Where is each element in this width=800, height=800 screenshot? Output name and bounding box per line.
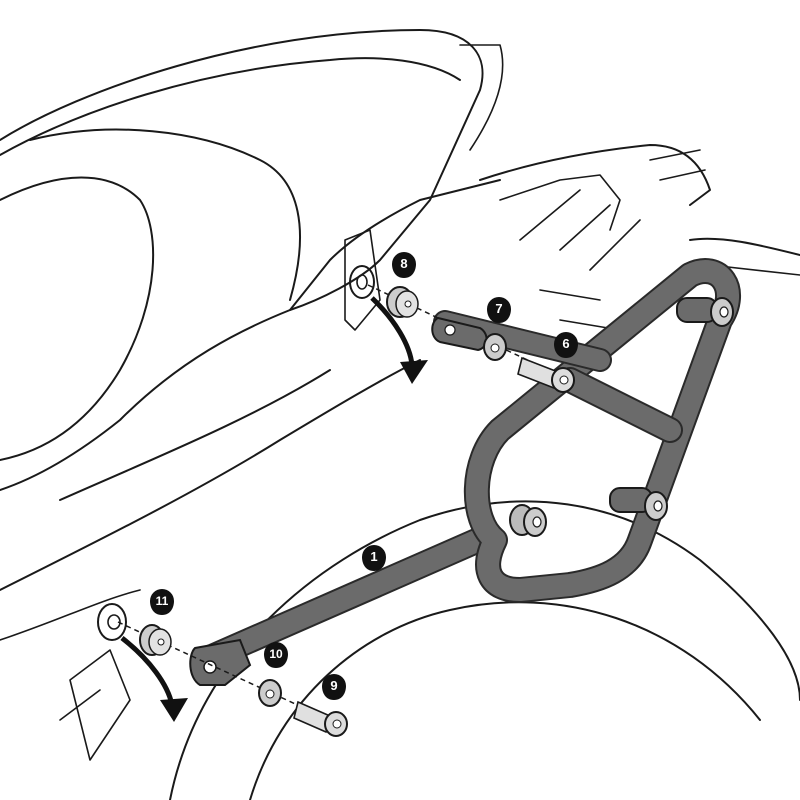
rack-boss-mid [609,487,668,521]
svg-text:8: 8 [400,256,407,271]
svg-text:1: 1 [370,549,377,564]
upper-remove-arrow [370,296,428,384]
lower-mount-hole [97,603,127,641]
lower-remove-arrow [120,636,188,722]
svg-text:6: 6 [562,336,569,351]
lower-washer-10 [258,679,282,707]
rack-boss-lower [509,504,547,537]
callout-10: 10 [264,642,288,674]
callout-9: 9 [322,674,346,706]
callout-7: 7 [487,297,511,329]
svg-text:10: 10 [269,647,283,661]
upper-washer-7 [483,333,507,361]
svg-text:9: 9 [330,678,337,693]
svg-text:7: 7 [495,301,502,316]
svg-text:11: 11 [156,594,169,608]
upper-plate-lug [431,316,488,352]
rack-boss-top [676,297,734,327]
callout-8: 8 [392,252,416,284]
lower-spacer-11 [139,624,172,656]
lower-bolt-9 [293,700,348,737]
callout-6: 6 [554,332,578,364]
upper-spacer-8 [386,286,419,318]
upper-mount-hole [349,265,375,299]
callout-1: 1 [362,545,386,577]
upper-bolt-6 [517,356,575,393]
callout-11: 11 [150,589,174,621]
